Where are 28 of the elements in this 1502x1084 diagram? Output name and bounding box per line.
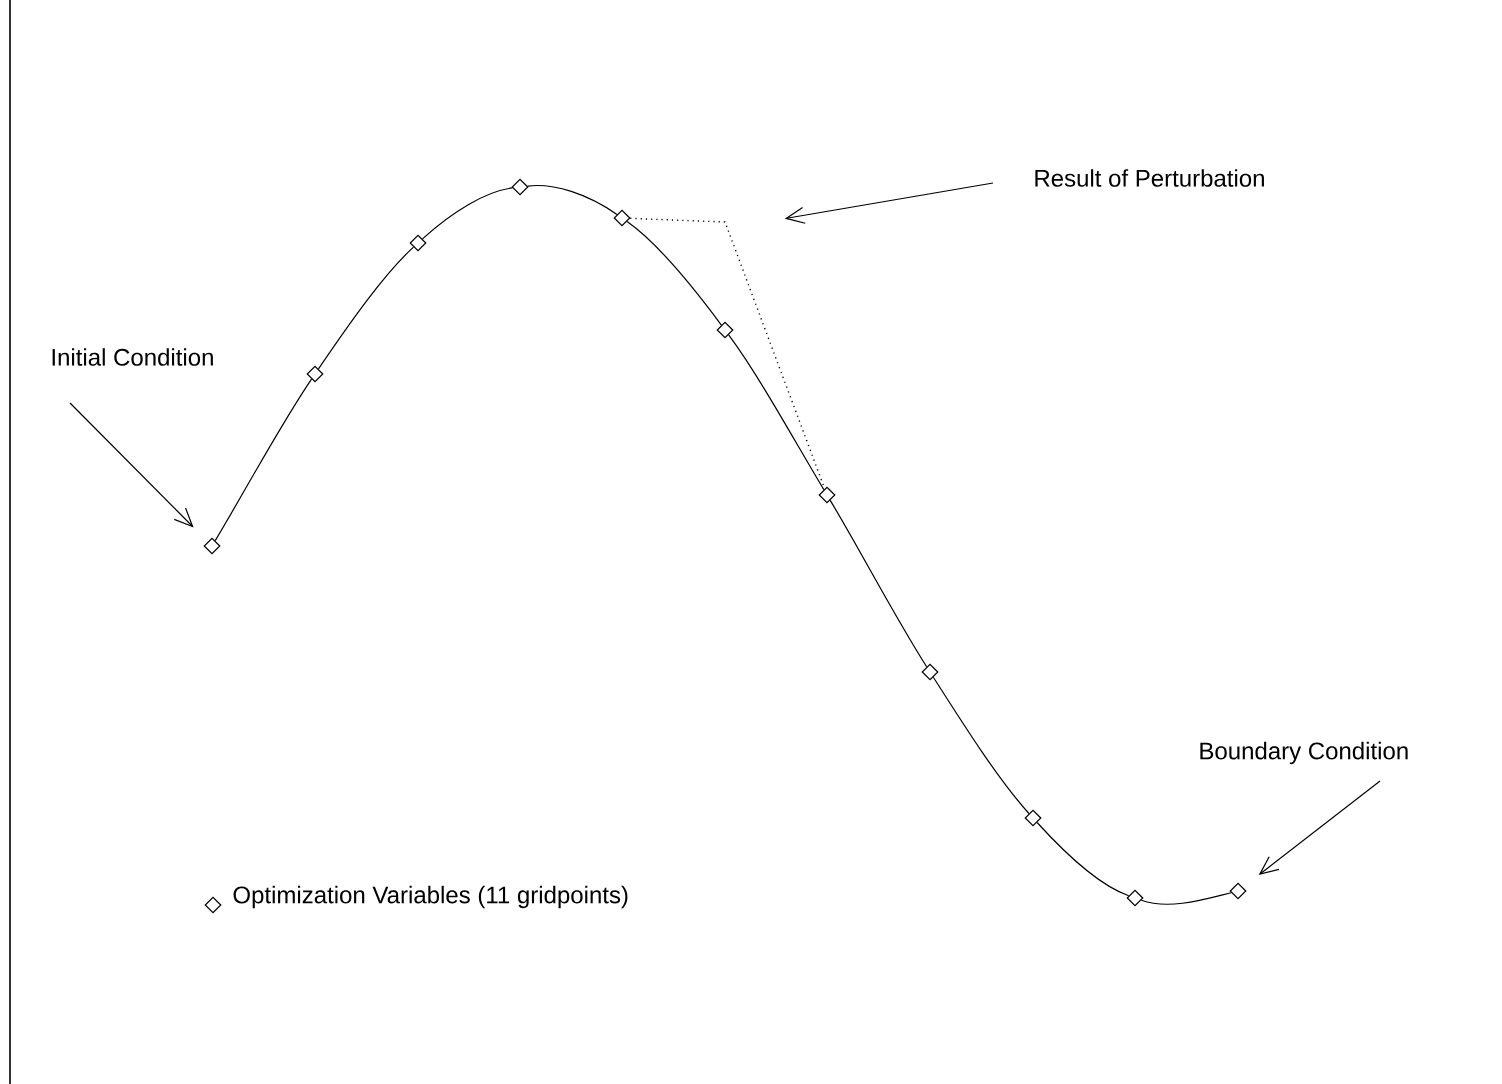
gridpoint-marker xyxy=(613,209,631,227)
curve-segment xyxy=(626,220,722,326)
curve-segment xyxy=(317,246,415,370)
leader-arrow xyxy=(69,402,194,528)
curve-segment xyxy=(932,676,1030,815)
gridpoint-marker xyxy=(306,365,324,383)
gridpoint-marker xyxy=(1024,809,1042,827)
curve-segment xyxy=(829,499,928,668)
annotation-text: Boundary Condition xyxy=(1200,741,1408,765)
curve-segment xyxy=(421,187,513,240)
gridpoint-marker xyxy=(716,321,734,339)
annotation-text: Result of Perturbation xyxy=(1035,169,1264,187)
leader-arrow xyxy=(1258,780,1381,875)
curve-segment xyxy=(728,334,825,491)
gridpoint-marker xyxy=(818,486,836,504)
curve-segment xyxy=(1140,892,1232,905)
annotation-text: Initial Condition xyxy=(52,348,213,366)
gridpoint-marker xyxy=(1229,882,1247,900)
gridpoint-marker xyxy=(921,663,939,681)
leader-arrow xyxy=(784,182,994,224)
gridpoint-marker xyxy=(203,537,221,555)
curve-segment xyxy=(1036,821,1130,897)
legend-text: Optimization Variables (11 gridpoints) xyxy=(233,885,628,909)
curve-segment xyxy=(527,184,618,216)
curve-segment xyxy=(214,378,313,542)
gridpoint-marker xyxy=(1126,889,1144,907)
gridpoint-marker xyxy=(511,178,529,196)
gridpoint-marker xyxy=(409,234,427,252)
